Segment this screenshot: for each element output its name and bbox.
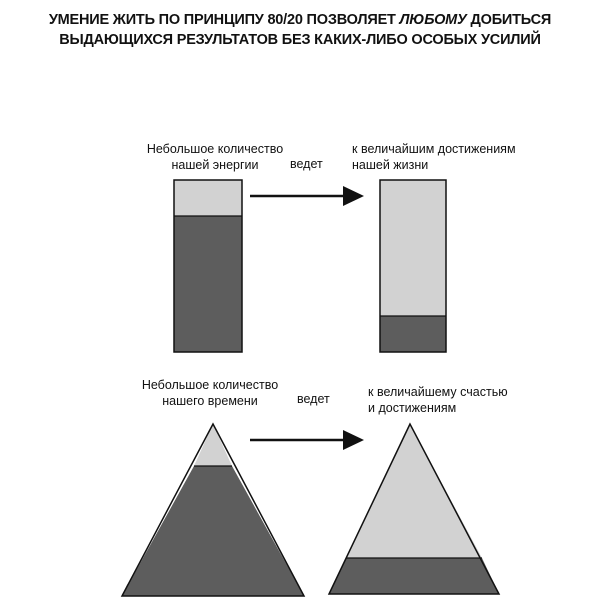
row2-arrow [250,430,364,450]
page-title: УМЕНИЕ ЖИТЬ ПО ПРИНЦИПУ 80/20 ПОЗВОЛЯЕТ … [0,10,600,50]
title-line-1: УМЕНИЕ ЖИТЬ ПО ПРИНЦИПУ 80/20 ПОЗВОЛЯЕТ … [0,10,600,30]
title-line-2: ВЫДАЮЩИХСЯ РЕЗУЛЬТАТОВ БЕЗ КАКИХ-ЛИБО ОС… [59,32,541,48]
energy-bar-light-part [174,180,242,216]
happiness-label-line-1: к величайшему счастью [368,385,508,399]
row1-arrow-label: ведет [290,157,323,171]
row1-arrow [250,186,364,206]
energy-label: Небольшое количество нашей энергии [130,141,300,173]
energy-bar-outline [173,179,243,353]
energy-label-line-1: Небольшое количество [146,142,284,156]
time-label-line-2: нашего времени [162,394,258,408]
happiness-triangle [327,422,501,595]
time-label-line-1: Небольшое количество [141,378,279,392]
time-label: Небольшое количество нашего времени [130,377,290,409]
achievements-bar-light-part [380,180,446,316]
achievements-bar-outline [379,179,447,353]
title-emphasis: ЛЮБОМУ [399,12,467,28]
energy-bar [173,179,243,353]
happiness-triangle-outline [327,422,501,595]
energy-bar-dark-part [174,216,242,352]
energy-label-line-2: нашей энергии [171,158,259,172]
time-triangle [120,422,306,597]
title-line-1-start: УМЕНИЕ ЖИТЬ ПО ПРИНЦИПУ 80/20 ПОЗВОЛЯЕТ [48,12,400,28]
happiness-triangle-dark-part [329,558,499,594]
row2-arrow-label: ведет [297,392,330,406]
achievements-label-line-2: нашей жизни [352,158,429,172]
achievements-label: к величайшим достижениям нашей жизни [352,141,516,173]
time-triangle-dark-part [122,466,304,596]
achievements-bar-dark-part [380,316,446,352]
happiness-label: к величайшему счастью и достижениям [368,384,508,416]
happiness-label-line-2: и достижениям [368,401,457,415]
row2-arrow-head [343,430,364,450]
time-triangle-light-part [194,424,232,466]
time-triangle-outline [120,422,306,597]
title-line-1-end: ДОБИТЬСЯ [466,12,552,28]
row1-arrow-head [343,186,364,206]
happiness-triangle-light-part [346,424,482,558]
achievements-bar [379,179,447,353]
achievements-label-line-1: к величайшим достижениям [352,142,516,156]
